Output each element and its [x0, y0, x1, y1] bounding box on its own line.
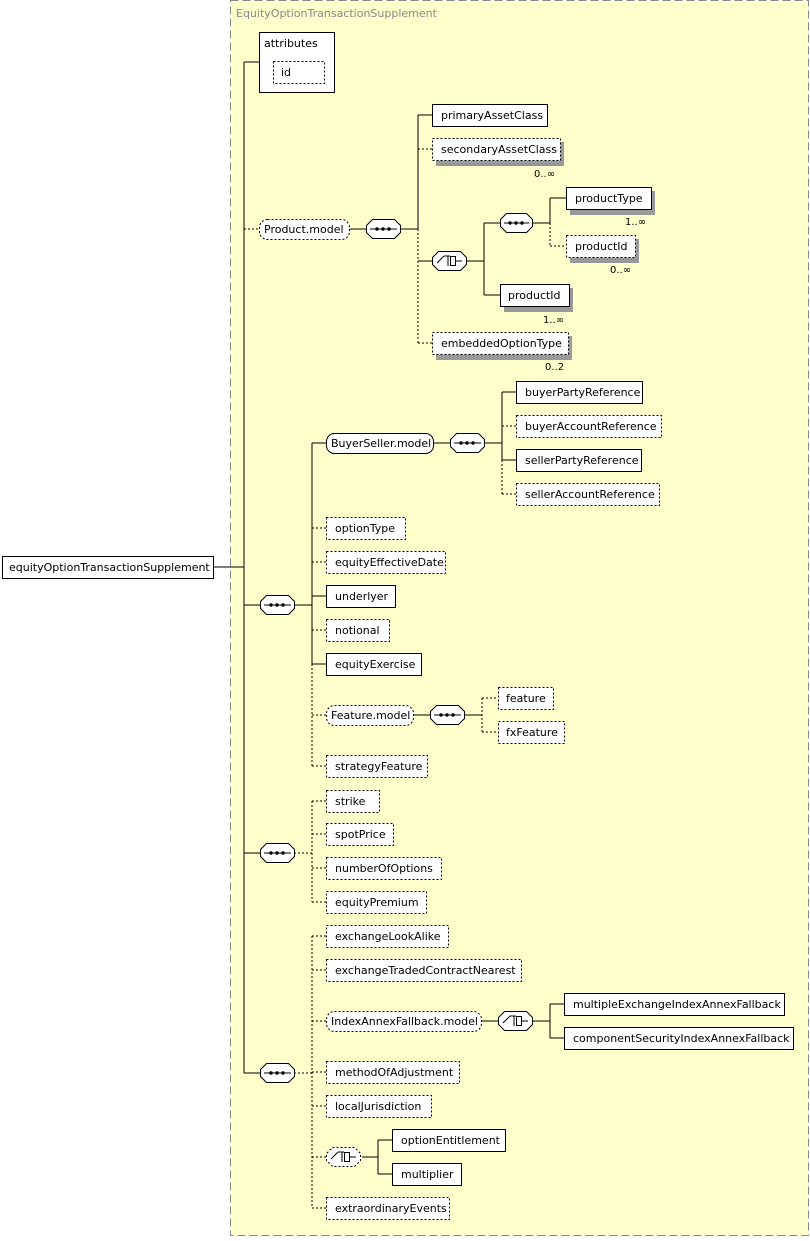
svg-text:equityOptionTransactionSupplem: equityOptionTransactionSupplement — [9, 561, 210, 574]
svg-text:IndexAnnexFallback.model: IndexAnnexFallback.model — [331, 1015, 478, 1028]
option-type-element[interactable]: optionType — [326, 517, 406, 540]
product-model-group[interactable]: Product.model — [259, 219, 350, 240]
product-id-inner-element[interactable]: productId 0..∞ — [566, 235, 640, 277]
svg-text:methodOfAdjustment: methodOfAdjustment — [335, 1066, 454, 1079]
svg-text:strike: strike — [335, 795, 366, 808]
product-id-element[interactable]: productId 1..∞ — [500, 284, 574, 327]
svg-text:sellerAccountReference: sellerAccountReference — [525, 488, 655, 501]
svg-text:Feature.model: Feature.model — [331, 709, 410, 722]
sequence-3-compositor — [260, 1063, 295, 1083]
svg-text:optionType: optionType — [335, 522, 395, 535]
svg-text:sellerPartyReference: sellerPartyReference — [525, 454, 639, 467]
svg-text:exchangeLookAlike: exchangeLookAlike — [335, 930, 441, 943]
method-of-adjustment-element[interactable]: methodOfAdjustment — [326, 1061, 460, 1084]
feature-sequence — [430, 705, 465, 725]
svg-text:Product.model: Product.model — [264, 223, 344, 236]
seller-account-reference-element[interactable]: sellerAccountReference — [516, 483, 660, 506]
svg-text:localJurisdiction: localJurisdiction — [335, 1100, 421, 1113]
svg-text:strategyFeature: strategyFeature — [335, 760, 423, 773]
sequence-2-compositor — [260, 843, 295, 863]
svg-text:attributes: attributes — [264, 37, 318, 50]
primary-asset-class-element[interactable]: primaryAssetClass — [432, 104, 548, 127]
product-inner-sequence — [500, 213, 533, 233]
svg-text:optionEntitlement: optionEntitlement — [401, 1134, 501, 1147]
embedded-option-type-element[interactable]: embeddedOptionType 0..2 — [432, 332, 573, 374]
local-jurisdiction-element[interactable]: localJurisdiction — [326, 1095, 432, 1118]
svg-text:0..∞: 0..∞ — [534, 169, 555, 180]
secondary-asset-class-element[interactable]: secondaryAssetClass 0..∞ — [432, 138, 565, 181]
svg-text:BuyerSeller.model: BuyerSeller.model — [331, 437, 431, 450]
buyer-party-reference-element[interactable]: buyerPartyReference — [516, 381, 643, 404]
type-container — [230, 0, 809, 1236]
seller-party-reference-element[interactable]: sellerPartyReference — [516, 449, 642, 472]
svg-text:multipleExchangeIndexAnnexFall: multipleExchangeIndexAnnexFallback — [573, 998, 781, 1011]
svg-text:secondaryAssetClass: secondaryAssetClass — [441, 143, 557, 156]
svg-text:buyerAccountReference: buyerAccountReference — [525, 420, 657, 433]
svg-text:underlyer: underlyer — [335, 590, 389, 603]
svg-text:equityExercise: equityExercise — [335, 658, 416, 671]
product-choice-compositor — [432, 251, 467, 271]
svg-text:multiplier: multiplier — [401, 1168, 454, 1181]
svg-text:spotPrice: spotPrice — [335, 828, 386, 841]
svg-text:1..∞: 1..∞ — [625, 217, 646, 228]
spot-price-element[interactable]: spotPrice — [326, 823, 394, 846]
index-annex-choice — [498, 1011, 533, 1031]
svg-text:productType: productType — [575, 192, 643, 205]
multiple-exchange-index-annex-fallback-element[interactable]: multipleExchangeIndexAnnexFallback — [564, 993, 785, 1016]
entitlement-choice-compositor — [326, 1147, 361, 1167]
buyer-seller-model-group[interactable]: BuyerSeller.model — [326, 433, 434, 454]
exchange-traded-contract-nearest-element[interactable]: exchangeTradedContractNearest — [326, 959, 522, 982]
connectors — [214, 61, 566, 1209]
svg-text:0..∞: 0..∞ — [610, 265, 631, 276]
feature-element[interactable]: feature — [498, 687, 554, 710]
strike-element[interactable]: strike — [326, 790, 380, 813]
component-security-index-annex-fallback-element[interactable]: componentSecurityIndexAnnexFallback — [564, 1027, 794, 1050]
svg-text:0..2: 0..2 — [545, 362, 564, 373]
svg-text:productId: productId — [508, 289, 561, 302]
svg-text:notional: notional — [335, 624, 380, 637]
buyer-account-reference-element[interactable]: buyerAccountReference — [516, 415, 662, 438]
product-sequence-compositor — [366, 219, 401, 239]
svg-text:primaryAssetClass: primaryAssetClass — [441, 109, 543, 122]
root-element[interactable]: equityOptionTransactionSupplement — [2, 556, 214, 579]
svg-text:fxFeature: fxFeature — [506, 726, 558, 739]
svg-text:1..∞: 1..∞ — [543, 315, 564, 326]
svg-text:extraordinaryEvents: extraordinaryEvents — [335, 1202, 447, 1215]
svg-text:embeddedOptionType: embeddedOptionType — [441, 337, 562, 350]
fx-feature-element[interactable]: fxFeature — [498, 721, 565, 744]
extraordinary-events-element[interactable]: extraordinaryEvents — [326, 1197, 450, 1220]
svg-text:componentSecurityIndexAnnexFal: componentSecurityIndexAnnexFallback — [573, 1032, 790, 1045]
svg-text:productId: productId — [575, 240, 628, 253]
index-annex-fallback-model-group[interactable]: IndexAnnexFallback.model — [326, 1011, 482, 1032]
buyer-seller-sequence — [450, 433, 485, 453]
option-entitlement-element[interactable]: optionEntitlement — [392, 1129, 506, 1152]
notional-element[interactable]: notional — [326, 619, 390, 642]
underlyer-element[interactable]: underlyer — [326, 585, 396, 608]
equity-premium-element[interactable]: equityPremium — [326, 891, 427, 914]
exchange-look-alike-element[interactable]: exchangeLookAlike — [326, 925, 449, 948]
sequence-1-compositor — [260, 595, 295, 615]
number-of-options-element[interactable]: numberOfOptions — [326, 857, 442, 880]
svg-text:equityEffectiveDate: equityEffectiveDate — [335, 556, 444, 569]
svg-text:equityPremium: equityPremium — [335, 896, 419, 909]
strategy-feature-element[interactable]: strategyFeature — [326, 755, 428, 778]
attributes-box: attributes id — [259, 32, 335, 93]
svg-text:numberOfOptions: numberOfOptions — [335, 862, 433, 875]
svg-text:buyerPartyReference: buyerPartyReference — [525, 386, 641, 399]
feature-model-group[interactable]: Feature.model — [326, 705, 414, 726]
multiplier-element[interactable]: multiplier — [392, 1163, 462, 1186]
equity-exercise-element[interactable]: equityExercise — [326, 653, 422, 676]
svg-text:feature: feature — [506, 692, 546, 705]
attribute-id: id — [281, 66, 291, 79]
svg-text:exchangeTradedContractNearest: exchangeTradedContractNearest — [335, 964, 516, 977]
equity-effective-date-element[interactable]: equityEffectiveDate — [326, 551, 446, 574]
product-type-element[interactable]: productType 1..∞ — [566, 187, 656, 229]
type-name: EquityOptionTransactionSupplement — [236, 7, 438, 20]
